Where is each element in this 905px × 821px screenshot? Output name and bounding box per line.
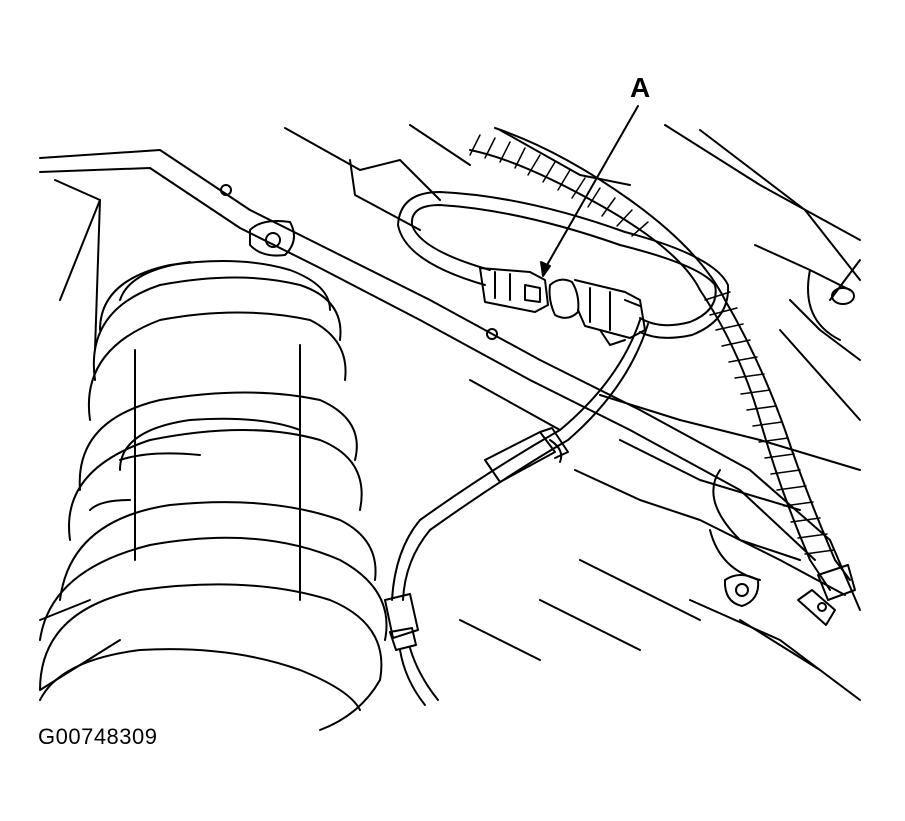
figure-id: G00748309 xyxy=(38,724,158,749)
callout-label-a: A xyxy=(630,72,651,103)
coil-spring xyxy=(40,261,387,730)
sensor-lead xyxy=(385,320,648,705)
callout-leader xyxy=(541,106,638,276)
body-panel xyxy=(40,125,860,700)
connector-a xyxy=(480,268,645,345)
wire-loop xyxy=(398,192,728,338)
wire-harness xyxy=(470,128,855,600)
